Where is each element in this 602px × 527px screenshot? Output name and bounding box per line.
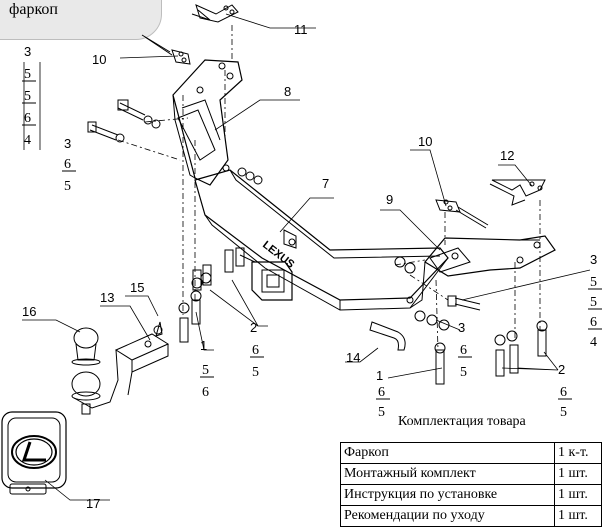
- stack-num: 6: [24, 111, 31, 126]
- stack-num: 5: [378, 405, 385, 420]
- stack-left-top: 5 5 6 4: [22, 67, 36, 148]
- callout-10-right: 10: [418, 134, 432, 149]
- stack-num: 5: [202, 363, 209, 378]
- kit-item-name: Рекомендации по уходу: [340, 505, 555, 527]
- stack-num: 6: [64, 157, 71, 172]
- callout-9: 9: [386, 192, 393, 207]
- callout-2-right: 2: [558, 362, 565, 377]
- leader-lines: [22, 13, 591, 501]
- stack-center-1: 5 6: [200, 363, 214, 400]
- stack-num: 6: [378, 385, 385, 400]
- kit-item-name: Фаркоп: [340, 442, 555, 464]
- stack-num: 6: [460, 343, 467, 358]
- callout-3-right: 3: [590, 252, 597, 267]
- callout-8: 8: [284, 84, 291, 99]
- emblem-badge: [1, 411, 67, 495]
- left-mounting-bracket: [172, 59, 243, 186]
- callout-15: 15: [130, 280, 144, 295]
- stack-bottom-1: 6 5: [376, 385, 390, 420]
- category-label: фаркоп: [9, 1, 58, 18]
- callout-17: 17: [86, 496, 100, 511]
- assembly-lines: [117, 25, 541, 351]
- stack-num: 6: [590, 315, 597, 330]
- stack-num: 5: [24, 89, 31, 104]
- kit-item-qty: 1 шт.: [554, 484, 602, 506]
- right-plate-with-wire: [435, 199, 489, 229]
- callout-numbers: 11 10 8 7 9 10 12 2 1 3 3 2 1 14 15 13 1…: [22, 22, 597, 511]
- kit-row: Фаркоп 1 к-т.: [340, 442, 602, 464]
- kit-table: Фаркоп 1 к-т. Монтажный комплект 1 шт. И…: [340, 442, 602, 527]
- tow-ball: [71, 327, 101, 366]
- ball-mount: [71, 321, 170, 415]
- stack-num: 6: [202, 385, 209, 400]
- stack-num: 5: [590, 275, 597, 290]
- left-plate-with-wire: [141, 34, 191, 65]
- callout-14: 14: [346, 350, 360, 365]
- kit-item-qty: 1 шт.: [554, 505, 602, 527]
- right-mounting-bracket: [406, 235, 556, 309]
- callout-11: 11: [294, 22, 308, 37]
- stack-num: 5: [590, 295, 597, 310]
- kit-row: Рекомендации по уходу 1 шт.: [340, 505, 602, 527]
- stack-num: 5: [252, 365, 259, 380]
- category-tab: фаркоп: [0, 0, 162, 40]
- callout-2-center: 2: [250, 320, 257, 335]
- assembly-diagram: LEXUS: [1, 4, 602, 511]
- stack-num: 4: [24, 133, 31, 148]
- stack-right-2: 6 5: [558, 385, 572, 420]
- callout-3-left-mid: 3: [64, 136, 71, 151]
- bolt-set-center: [178, 247, 245, 343]
- stack-num: 5: [24, 67, 31, 82]
- stack-left-mid: 6 5: [62, 157, 76, 194]
- callout-3-left-top: 3: [24, 44, 31, 59]
- kit-item-name: Инструкция по установке: [340, 484, 555, 506]
- callout-13: 13: [100, 290, 114, 305]
- kit-item-name: Монтажный комплект: [340, 463, 555, 485]
- callout-1-bottom: 1: [376, 368, 383, 383]
- stack-right-3: 5 5 6 4: [588, 275, 602, 350]
- kit-item-qty: 1 шт.: [554, 463, 602, 485]
- stack-num: 5: [460, 365, 467, 380]
- bolt-set-top-left: [87, 99, 161, 143]
- callout-3-center: 3: [458, 320, 465, 335]
- stack-center-3: 6 5: [458, 343, 472, 380]
- safety-pin: [369, 321, 406, 351]
- right-clip: [489, 179, 546, 206]
- stack-num: 5: [64, 179, 71, 194]
- bolt-set-right: [394, 256, 548, 385]
- callout-10-left: 10: [92, 52, 106, 67]
- callout-7: 7: [322, 176, 329, 191]
- stack-num: 6: [252, 343, 259, 358]
- stack-num: 5: [560, 405, 567, 420]
- callout-16: 16: [22, 304, 36, 319]
- callout-12: 12: [500, 148, 514, 163]
- kit-row: Инструкция по установке 1 шт.: [340, 484, 602, 506]
- kit-item-qty: 1 к-т.: [554, 442, 602, 464]
- kit-row: Монтажный комплект 1 шт.: [340, 463, 602, 485]
- tow-bar-beam: LEXUS: [194, 169, 449, 311]
- top-clip: [191, 4, 239, 23]
- stack-center-2: 6 5: [250, 343, 264, 380]
- kit-title: Комплектация товара: [398, 414, 526, 429]
- stack-num: 6: [560, 385, 567, 400]
- nut-set-left: [237, 167, 263, 185]
- stack-num: 4: [590, 335, 597, 350]
- callout-1-center: 1: [200, 338, 207, 353]
